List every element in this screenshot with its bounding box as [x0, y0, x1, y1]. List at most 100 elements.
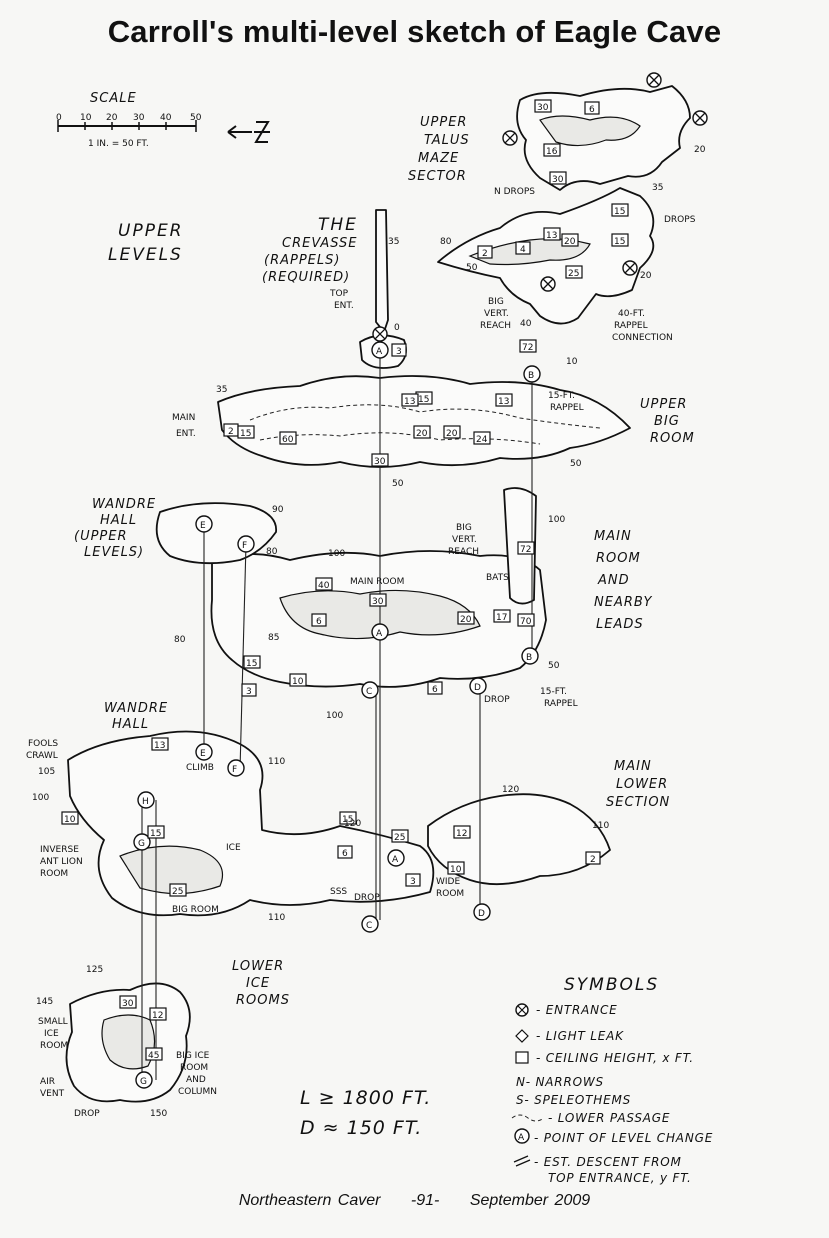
svg-text:6: 6 — [589, 105, 595, 115]
svg-text:15-FT.: 15-FT. — [540, 687, 567, 697]
depth-label: 110 — [268, 757, 285, 767]
ceiling-height-box: 3 — [405, 873, 421, 887]
svg-text:D: D — [478, 909, 485, 919]
depth-label: 90 — [272, 505, 284, 515]
ceiling-height-box: 12 — [149, 1007, 167, 1021]
depth-label: 120 — [502, 785, 519, 795]
svg-text:HALL: HALL — [112, 717, 149, 732]
svg-text:20: 20 — [446, 429, 458, 439]
svg-text:40: 40 — [318, 581, 330, 591]
page-title: Carroll's multi-level sketch of Eagle Ca… — [107, 14, 722, 49]
label-drop: DROP — [74, 1109, 100, 1119]
ceiling-height-box: 6 — [337, 845, 353, 859]
depth-label: 80 — [266, 547, 278, 557]
svg-text:A: A — [376, 347, 383, 357]
ceiling-height-box: 2 — [585, 851, 601, 865]
ceiling-height-box: 25 — [391, 829, 409, 843]
ceiling-height-box: 72 — [519, 339, 537, 353]
ceiling-height-box: 13 — [401, 393, 419, 407]
svg-text:60: 60 — [282, 435, 294, 445]
svg-text:12: 12 — [456, 829, 467, 839]
depth-label: 35 — [216, 385, 227, 395]
level-point-d-main: D — [469, 677, 487, 695]
level-point-c-lower: C — [361, 915, 379, 933]
ceiling-height-icon — [515, 1051, 529, 1064]
legend-lower-passage: - LOWER PASSAGE — [548, 1111, 670, 1125]
ceiling-height-box: 6 — [427, 681, 443, 695]
svg-text:15: 15 — [614, 237, 625, 247]
scale-tick: 40 — [160, 113, 172, 123]
svg-text:AND: AND — [597, 573, 630, 588]
depth-label: 50 — [570, 459, 582, 469]
svg-text:ROOMS: ROOMS — [236, 993, 290, 1008]
svg-text:4: 4 — [520, 245, 526, 255]
light-leak-icon — [515, 1029, 529, 1043]
svg-text:LEVELS: LEVELS — [108, 245, 183, 265]
ceiling-height-box: 10 — [289, 673, 307, 687]
svg-text:A: A — [392, 855, 399, 865]
north-arrow-icon — [227, 121, 270, 143]
label-upper-big-room: UPPER BIG ROOM — [640, 397, 695, 446]
cave-stats: L ≥ 1800 FT. D ≈ 150 FT. — [300, 1087, 430, 1139]
ceiling-height-box: 6 — [311, 613, 327, 627]
svg-text:15: 15 — [246, 659, 257, 669]
label-wandre-hall-upper: WANDRE HALL (UPPER LEVELS) — [74, 497, 155, 560]
level-point-g: G — [133, 833, 151, 851]
upper-big-room — [217, 375, 631, 468]
ceiling-height-box: 16 — [543, 143, 561, 157]
ceiling-height-box: 2 — [223, 423, 239, 437]
svg-text:30: 30 — [122, 999, 134, 1009]
depth-label: 125 — [86, 965, 103, 975]
svg-text:ROOM: ROOM — [650, 431, 695, 446]
ceiling-height-box: 15 — [339, 811, 357, 825]
scale-tick: 50 — [190, 113, 202, 123]
label-15ft-rappel-upper: 15-FT. RAPPEL — [548, 391, 584, 413]
svg-text:LEADS: LEADS — [596, 617, 644, 632]
svg-text:UPPER: UPPER — [118, 221, 184, 241]
svg-text:BIG: BIG — [456, 523, 472, 533]
svg-text:MAIN: MAIN — [172, 413, 195, 423]
svg-text:UPPER: UPPER — [640, 397, 687, 412]
label-bats: BATS — [486, 573, 509, 583]
level-point-e-lower: E — [195, 743, 213, 761]
svg-text:AIR: AIR — [40, 1077, 55, 1087]
svg-text:12: 12 — [152, 1011, 163, 1021]
svg-text:SMALL: SMALL — [38, 1017, 68, 1027]
svg-text:15: 15 — [418, 395, 429, 405]
svg-text:13: 13 — [154, 741, 165, 751]
depth-label: 150 — [150, 1109, 167, 1119]
svg-text:H: H — [142, 797, 149, 807]
depth-labels: 35 0 10 20 50 40 35 50 90 80 100 100 80 … — [32, 145, 706, 1119]
svg-text:UPPER: UPPER — [420, 115, 467, 130]
label-drop: DROP — [354, 893, 380, 903]
ceiling-height-box: 15 — [611, 203, 629, 217]
svg-text:A: A — [376, 629, 383, 639]
scale-heading: SCALE — [90, 91, 137, 106]
ceiling-height-box: 30 — [549, 171, 567, 185]
svg-text:(REQUIRED): (REQUIRED) — [262, 270, 350, 285]
annotations: TOP ENT. MAIN ENT. BIG VERT. REACH BIG V… — [26, 187, 696, 1119]
depth-label: 20 — [640, 271, 652, 281]
label-rappel-connection: 40-FT. RAPPEL CONNECTION — [612, 309, 673, 343]
svg-text:10: 10 — [292, 677, 304, 687]
svg-text:13: 13 — [546, 231, 557, 241]
ceiling-height-box: 3 — [391, 343, 407, 357]
scale-tick: 20 — [106, 113, 118, 123]
svg-text:B: B — [528, 371, 534, 381]
svg-text:G: G — [138, 839, 145, 849]
lower-passage-icon — [511, 1114, 545, 1122]
label-main-room: MAIN ROOM — [350, 577, 404, 587]
scale-tick: 30 — [133, 113, 145, 123]
svg-text:13: 13 — [404, 397, 415, 407]
label-big-room: BIG ROOM — [172, 905, 219, 915]
svg-text:20: 20 — [460, 615, 472, 625]
ceiling-height-box: 20 — [457, 611, 475, 625]
footer-page-number: -91- — [410, 1192, 440, 1209]
ceiling-height-box: 20 — [561, 233, 579, 247]
upper-talus-maze — [437, 85, 691, 325]
ceiling-height-box: 13 — [495, 393, 513, 407]
ceiling-height-box: 45 — [145, 1047, 163, 1061]
svg-text:REACH: REACH — [480, 321, 511, 331]
svg-text:REACH: REACH — [448, 547, 479, 557]
ceiling-height-box: 20 — [443, 425, 461, 439]
